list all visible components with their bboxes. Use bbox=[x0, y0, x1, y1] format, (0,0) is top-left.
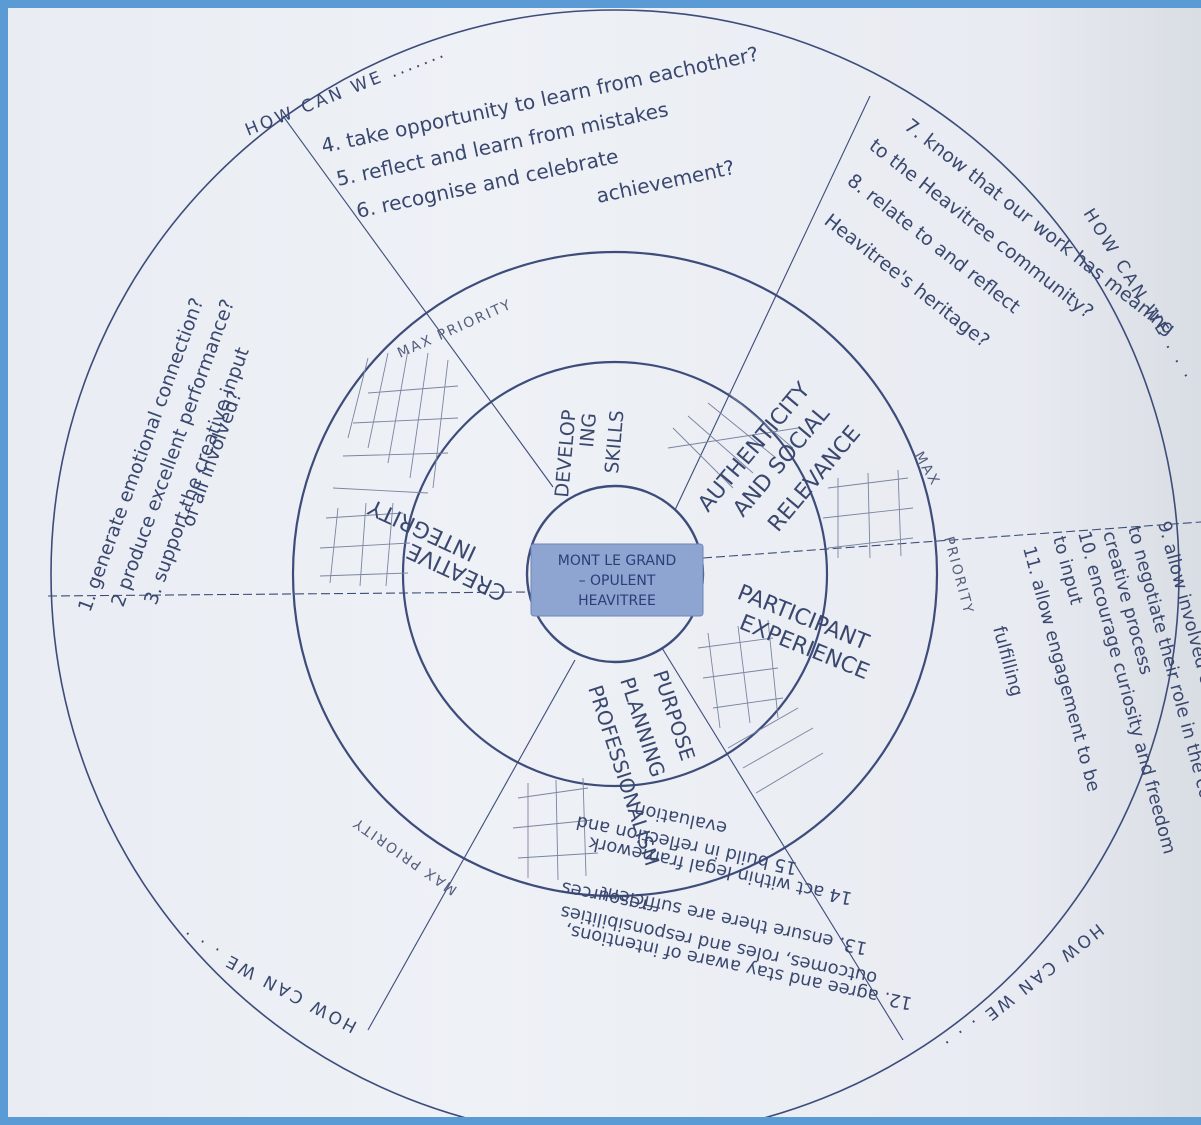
center-line-1: MONT LE GRAND bbox=[558, 553, 677, 569]
notes-bottom: 12. agree and stay aware of intentions, … bbox=[559, 798, 915, 1013]
priority-right-label: PRIORITY bbox=[940, 535, 976, 617]
center-line-3: HEAVITREE bbox=[578, 593, 656, 609]
segment-dividers bbox=[47, 95, 1201, 1041]
develop-line-1: DEVELOP bbox=[551, 409, 581, 499]
notes-top-right: 7. know that our work has meaning to the… bbox=[820, 115, 1179, 352]
develop-line-3: SKILLS bbox=[601, 409, 628, 474]
note-right-7: fulfilling bbox=[988, 624, 1027, 699]
develop-line-2: ING bbox=[576, 412, 601, 448]
diagram-canvas: MONT LE GRAND – OPULENT HEAVITREE HOW CA… bbox=[47, 9, 1201, 1117]
segment-creative-integrity: CREATIVE INTEGRITY bbox=[364, 493, 510, 605]
hand-drawn-diagram: MONT LE GRAND – OPULENT HEAVITREE HOW CA… bbox=[8, 8, 1201, 1117]
center-line-2: – OPULENT bbox=[579, 573, 656, 589]
center-box bbox=[530, 543, 704, 617]
segment-authenticity: AUTHENTICITY AND SOCIAL RELEVANCE bbox=[693, 378, 866, 537]
middle-circle bbox=[291, 250, 939, 898]
hatch-marks bbox=[319, 349, 914, 881]
priority-bottom-left: MAX PRIORITY bbox=[350, 814, 461, 898]
priority-right-max: MAX bbox=[911, 449, 943, 489]
header-bottom-right: HOW CAN WE . . . bbox=[939, 919, 1107, 1057]
outer-circle bbox=[50, 9, 1180, 1117]
notes-right: 9. allow involved community members to n… bbox=[988, 519, 1201, 862]
inner-circle bbox=[401, 360, 829, 788]
